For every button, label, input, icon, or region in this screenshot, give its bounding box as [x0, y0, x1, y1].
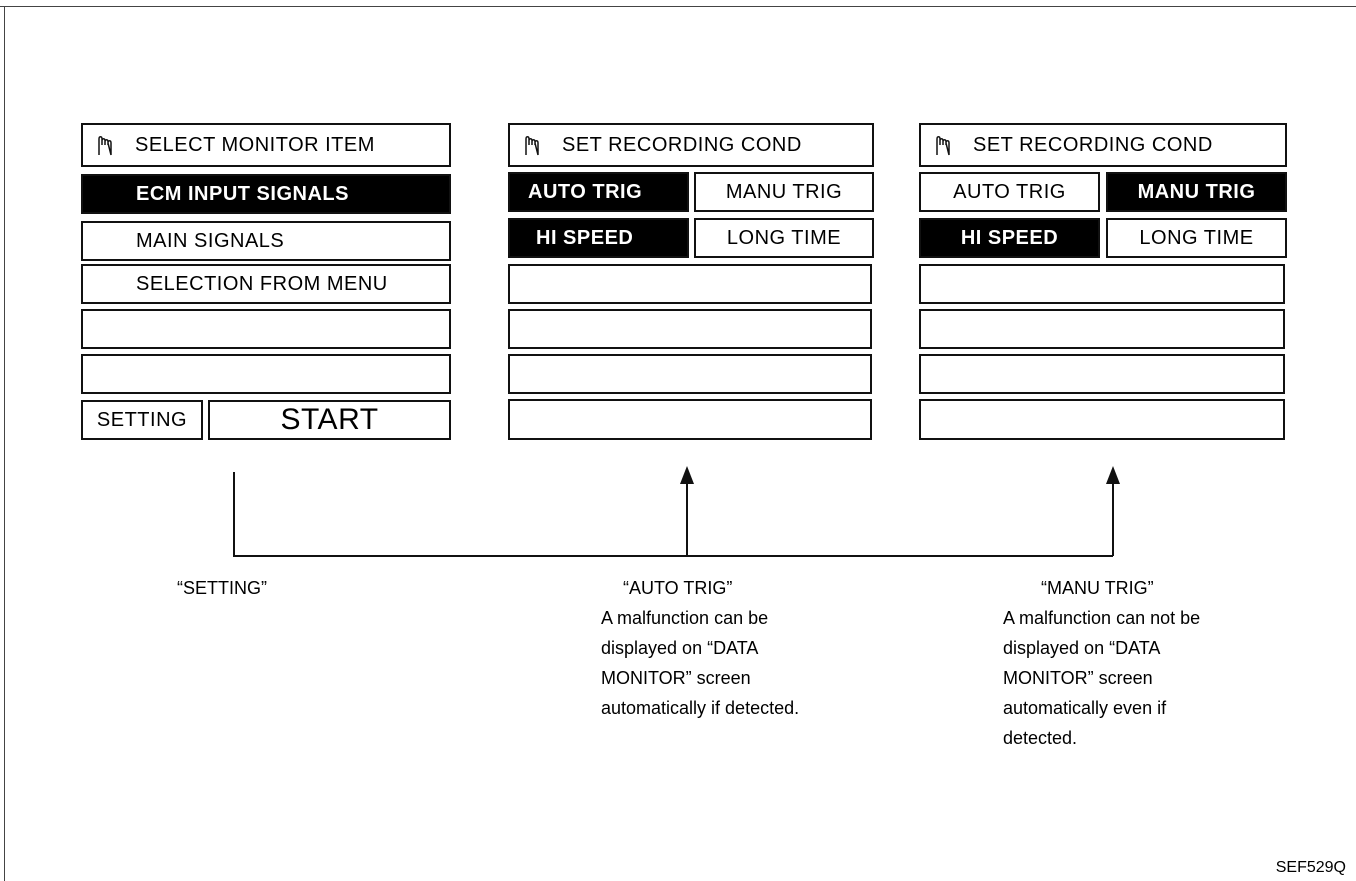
hand-pointer-icon	[936, 136, 950, 156]
caption-line: automatically even if	[1003, 698, 1167, 718]
hand-pointer-icon	[525, 136, 539, 156]
option-label: LONG TIME	[1139, 226, 1254, 249]
setting-caption: “SETTING”	[177, 573, 267, 603]
manu-trig-caption: “MANU TRIG” A malfunction can not be dis…	[1003, 573, 1200, 753]
menu-item-main-signals[interactable]: MAIN SIGNALS	[81, 221, 451, 261]
option-label: HI SPEED	[536, 226, 634, 249]
caption-line: A malfunction can be	[601, 608, 769, 628]
empty-row	[919, 399, 1285, 440]
auto-trig-option[interactable]: AUTO TRIG	[919, 172, 1100, 212]
option-label: HI SPEED	[960, 226, 1059, 249]
caption-line: MONITOR” screen	[1003, 668, 1153, 688]
connector-path	[233, 472, 1114, 557]
option-label: AUTO TRIG	[953, 180, 1066, 203]
setting-button-label: SETTING	[96, 408, 188, 431]
setting-button[interactable]: SETTING	[81, 400, 203, 440]
screen-title-bar: SET RECORDING COND	[919, 123, 1287, 167]
caption-title: “SETTING”	[177, 578, 267, 598]
auto-trig-option[interactable]: AUTO TRIG	[508, 172, 689, 212]
caption-line: automatically if detected.	[601, 698, 800, 718]
empty-row	[919, 309, 1285, 349]
long-time-option[interactable]: LONG TIME	[694, 218, 874, 258]
screen-title: SET RECORDING COND	[562, 133, 802, 156]
empty-row	[919, 264, 1285, 304]
option-label: AUTO TRIG	[528, 180, 643, 203]
caption-line: displayed on “DATA	[1003, 638, 1161, 658]
figure-frame-top	[0, 6, 1356, 7]
manu-trig-option[interactable]: MANU TRIG	[694, 172, 874, 212]
option-label: MANU TRIG	[1137, 180, 1256, 203]
empty-row	[508, 264, 872, 304]
menu-item-label: MAIN SIGNALS	[136, 229, 285, 252]
screen-title: SET RECORDING COND	[973, 133, 1213, 156]
caption-line: MONITOR” screen	[601, 668, 751, 688]
menu-item-ecm-input-signals[interactable]: ECM INPUT SIGNALS	[81, 174, 451, 214]
set-recording-cond-screen-manu: SET RECORDING COND AUTO TRIG MANU TRIG H…	[919, 123, 1287, 441]
caption-line: A malfunction can not be	[1003, 608, 1201, 628]
caption-title: “AUTO TRIG”	[623, 578, 733, 598]
arrow-head-manu-trig	[1106, 466, 1120, 484]
start-button[interactable]: START	[208, 400, 451, 440]
hi-speed-option[interactable]: HI SPEED	[508, 218, 689, 258]
set-recording-cond-screen-auto: SET RECORDING COND AUTO TRIG MANU TRIG H…	[508, 123, 874, 441]
start-button-label: START	[280, 403, 379, 436]
empty-row	[508, 309, 872, 349]
auto-trig-caption: “AUTO TRIG” A malfunction can be display…	[601, 573, 799, 723]
caption-line: detected.	[1003, 728, 1078, 748]
caption-title: “MANU TRIG”	[1041, 578, 1154, 598]
empty-row	[81, 309, 451, 349]
empty-row	[919, 354, 1285, 394]
screen-title-bar: SET RECORDING COND	[508, 123, 874, 167]
empty-row	[508, 354, 872, 394]
menu-item-label: ECM INPUT SIGNALS	[136, 182, 349, 205]
empty-row	[508, 399, 872, 440]
option-label: MANU TRIG	[725, 180, 843, 203]
empty-row	[81, 354, 451, 394]
manu-trig-option[interactable]: MANU TRIG	[1106, 172, 1287, 212]
figure-frame-left	[4, 6, 5, 881]
caption-line: displayed on “DATA	[601, 638, 759, 658]
figure-code: SEF529Q	[1275, 859, 1346, 876]
screen-title-bar: SELECT MONITOR ITEM	[81, 123, 451, 167]
long-time-option[interactable]: LONG TIME	[1106, 218, 1287, 258]
menu-item-label: SELECTION FROM MENU	[136, 272, 388, 295]
hand-pointer-icon	[98, 136, 112, 156]
select-monitor-item-screen: SELECT MONITOR ITEM ECM INPUT SIGNALS MA…	[81, 123, 451, 441]
option-label: LONG TIME	[726, 226, 842, 249]
menu-item-selection-from-menu[interactable]: SELECTION FROM MENU	[81, 264, 451, 304]
hi-speed-option[interactable]: HI SPEED	[919, 218, 1100, 258]
screen-title: SELECT MONITOR ITEM	[135, 133, 375, 156]
arrow-head-auto-trig	[680, 466, 694, 484]
